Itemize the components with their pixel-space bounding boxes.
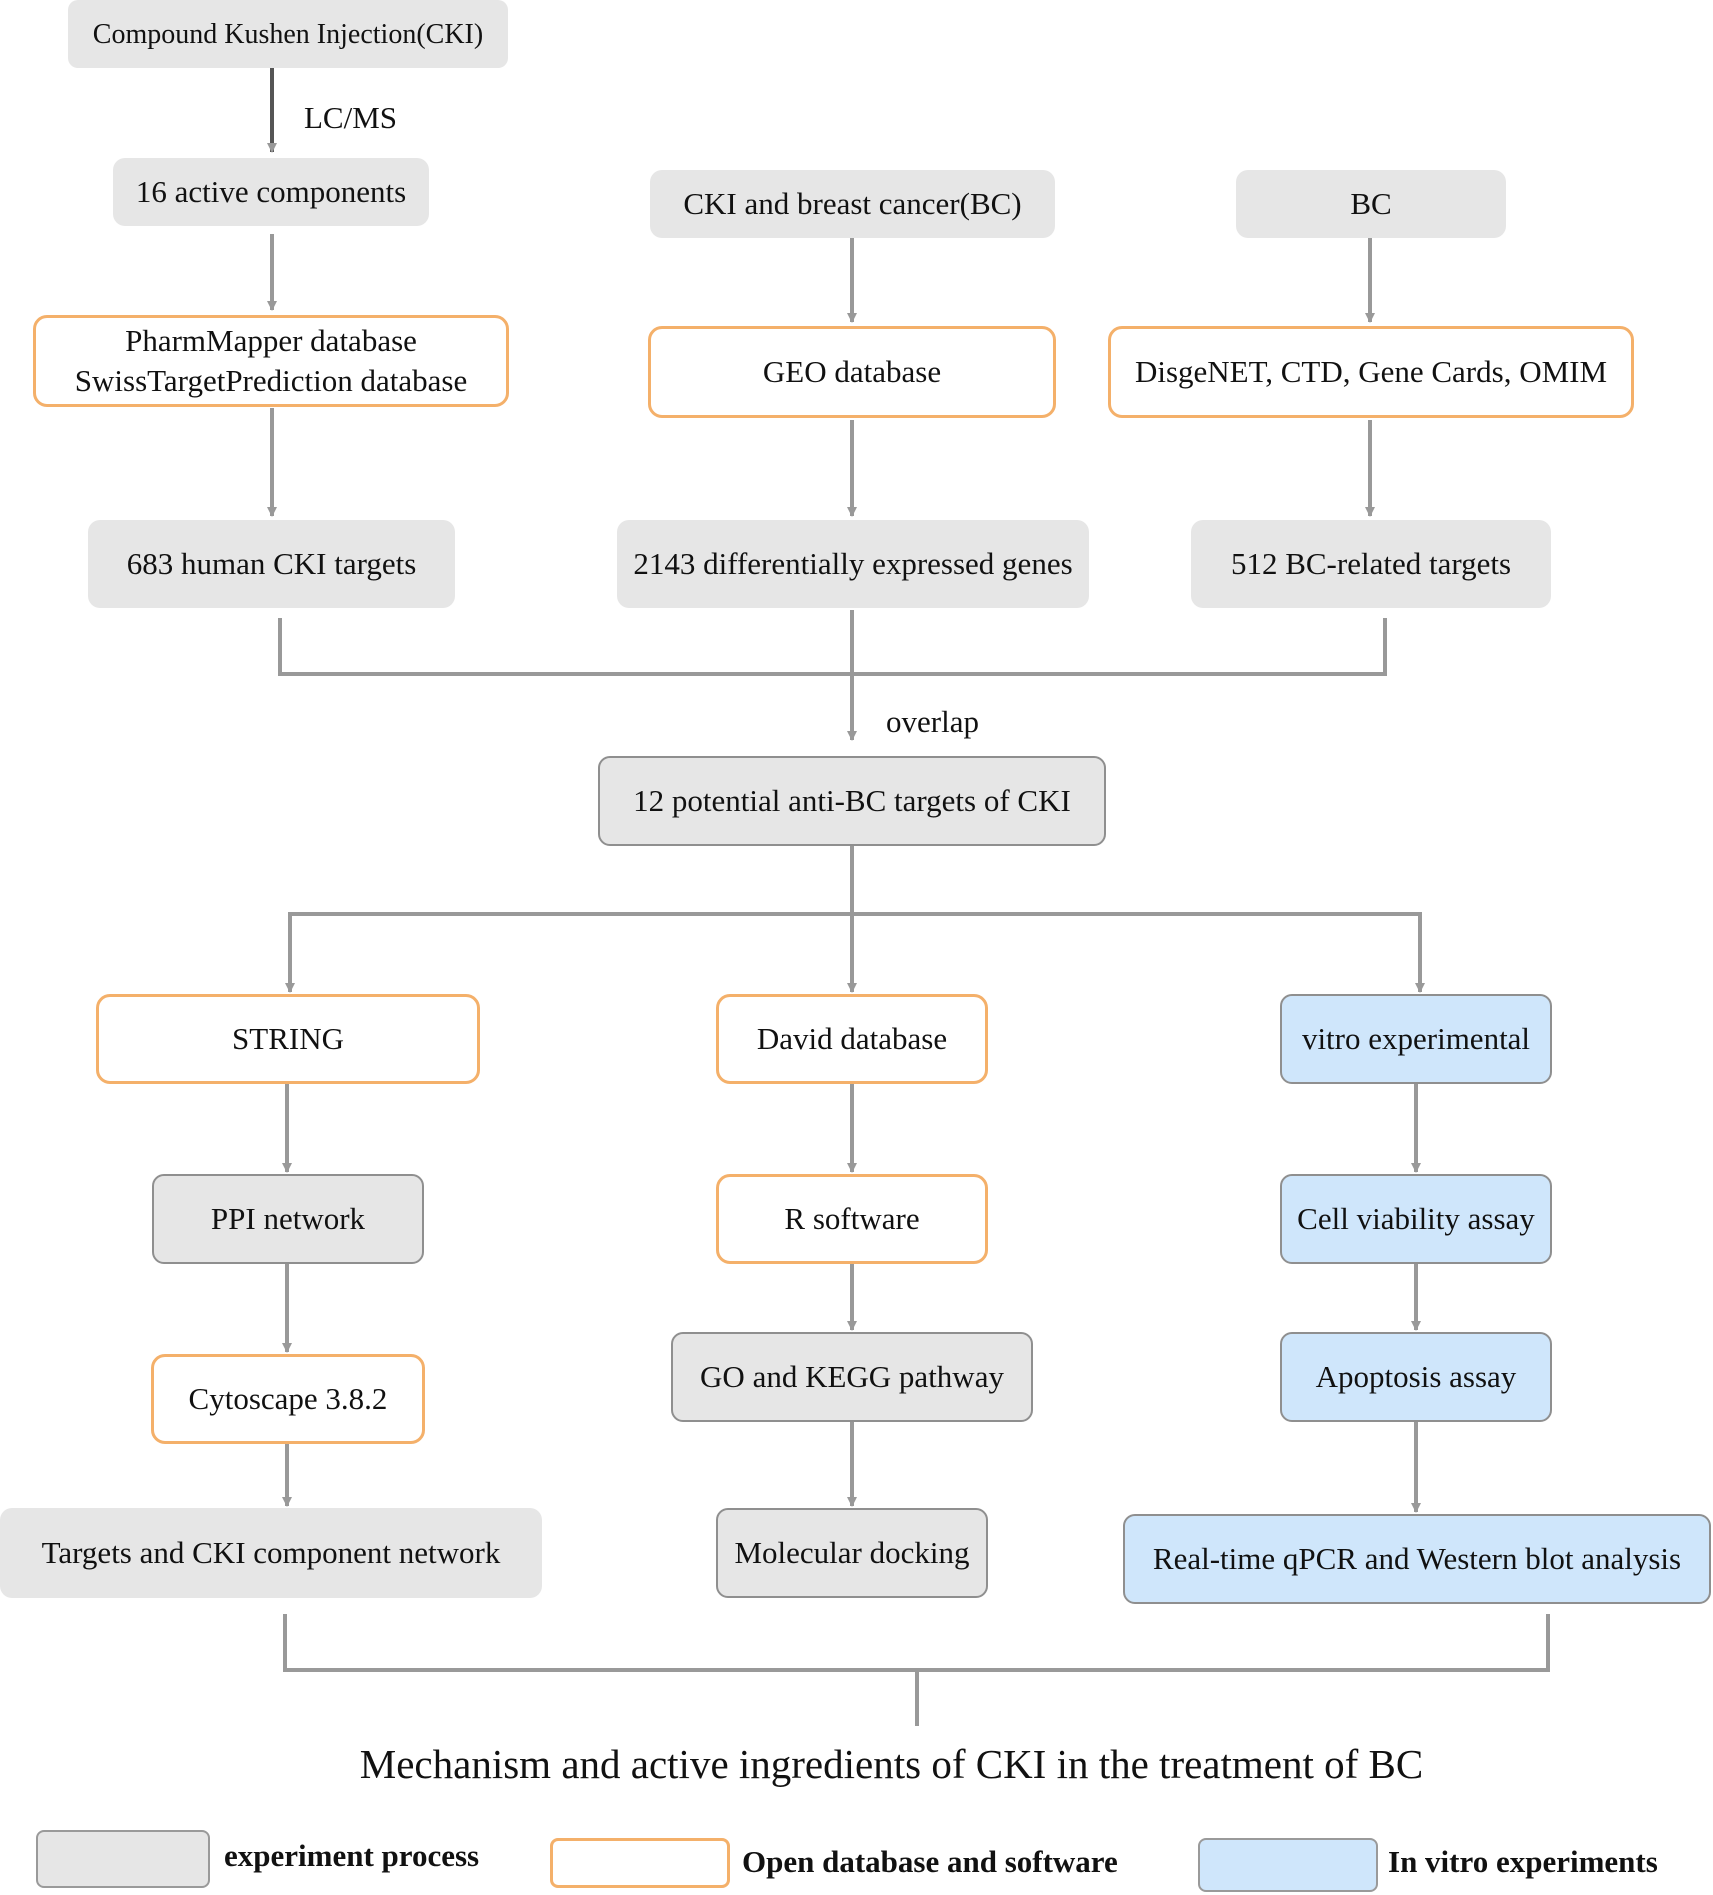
node-human-targets: 683 human CKI targets [88,520,455,608]
node-docking: Molecular docking [716,1508,988,1598]
node-geo: GEO database [648,326,1056,418]
legend-label-blue: In vitro experiments [1388,1844,1658,1879]
split-bar [288,912,1425,993]
node-david: David database [716,994,988,1084]
node-active-label: 16 active components [135,173,407,209]
node-degs-label: 2143 differentially expressed genes [633,545,1073,581]
node-pharm-line2: SwissTargetPrediction database [74,363,468,398]
legend-label-orange: Open database and software [742,1844,1118,1879]
legend-swatch-gray [36,1830,210,1888]
merge-bracket-bottom [283,1614,1550,1672]
node-human-targets-label: 683 human CKI targets [126,545,417,581]
node-vitro: vitro experimental [1280,994,1552,1084]
edge-label-lcms: LC/MS [304,100,398,135]
node-r-software: R software [716,1174,988,1264]
node-string-label: STRING [232,1020,344,1056]
node-bc: BC [1236,170,1506,238]
node-ppi: PPI network [152,1174,424,1264]
node-cki-bc: CKI and breast cancer(BC) [650,170,1055,238]
node-pharm-line1: PharmMapper database [125,322,417,358]
node-viability: Cell viability assay [1280,1174,1552,1264]
node-cytoscape-label: Cytoscape 3.8.2 [188,1380,388,1416]
legend-swatch-orange [550,1838,730,1888]
node-cytoscape: Cytoscape 3.8.2 [151,1354,425,1444]
node-go-label: GO and KEGG pathway [700,1358,1004,1394]
node-network: Targets and CKI component network [0,1508,542,1598]
node-docking-label: Molecular docking [734,1534,970,1570]
node-david-label: David database [756,1020,948,1056]
node-disgenet: DisgeNET, CTD, Gene Cards, OMIM [1108,326,1634,418]
node-viability-label: Cell viability assay [1297,1200,1535,1236]
node-active-components: 16 active components [113,158,429,226]
node-apoptosis: Apoptosis assay [1280,1332,1552,1422]
node-bc-label: BC [1350,185,1392,221]
node-string: STRING [96,994,480,1084]
conclusion-text: Mechanism and active ingredients of CKI … [359,1741,1424,1787]
node-potential-targets: 12 potential anti-BC targets of CKI [598,756,1106,846]
node-apoptosis-label: Apoptosis assay [1315,1358,1517,1394]
node-cki-bc-label: CKI and breast cancer(BC) [683,185,1022,221]
legend-label-gray: experiment process [224,1838,480,1873]
node-geo-label: GEO database [762,353,942,389]
node-vitro-label: vitro experimental [1301,1020,1531,1056]
node-qpcr-label: Real-time qPCR and Western blot analysis [1152,1540,1682,1576]
node-bc-targets-label: 512 BC-related targets [1230,545,1512,581]
node-potential-label: 12 potential anti-BC targets of CKI [633,782,1071,818]
legend-swatch-blue [1198,1838,1378,1892]
node-pharmmapper: PharmMapper database SwissTargetPredicti… [33,315,509,407]
node-network-label: Targets and CKI component network [41,1534,501,1570]
merge-bracket-top [278,618,1387,676]
node-qpcr: Real-time qPCR and Western blot analysis [1123,1514,1711,1604]
node-r-label: R software [784,1200,920,1236]
node-cki-label: Compound Kushen Injection(CKI) [92,18,484,50]
edge-label-overlap: overlap [886,704,979,739]
node-go-kegg: GO and KEGG pathway [671,1332,1033,1422]
node-bc-targets: 512 BC-related targets [1191,520,1551,608]
node-cki: Compound Kushen Injection(CKI) [68,0,508,68]
node-ppi-label: PPI network [210,1200,366,1236]
node-degs: 2143 differentially expressed genes [617,520,1089,608]
node-disgenet-label: DisgeNET, CTD, Gene Cards, OMIM [1134,353,1608,389]
